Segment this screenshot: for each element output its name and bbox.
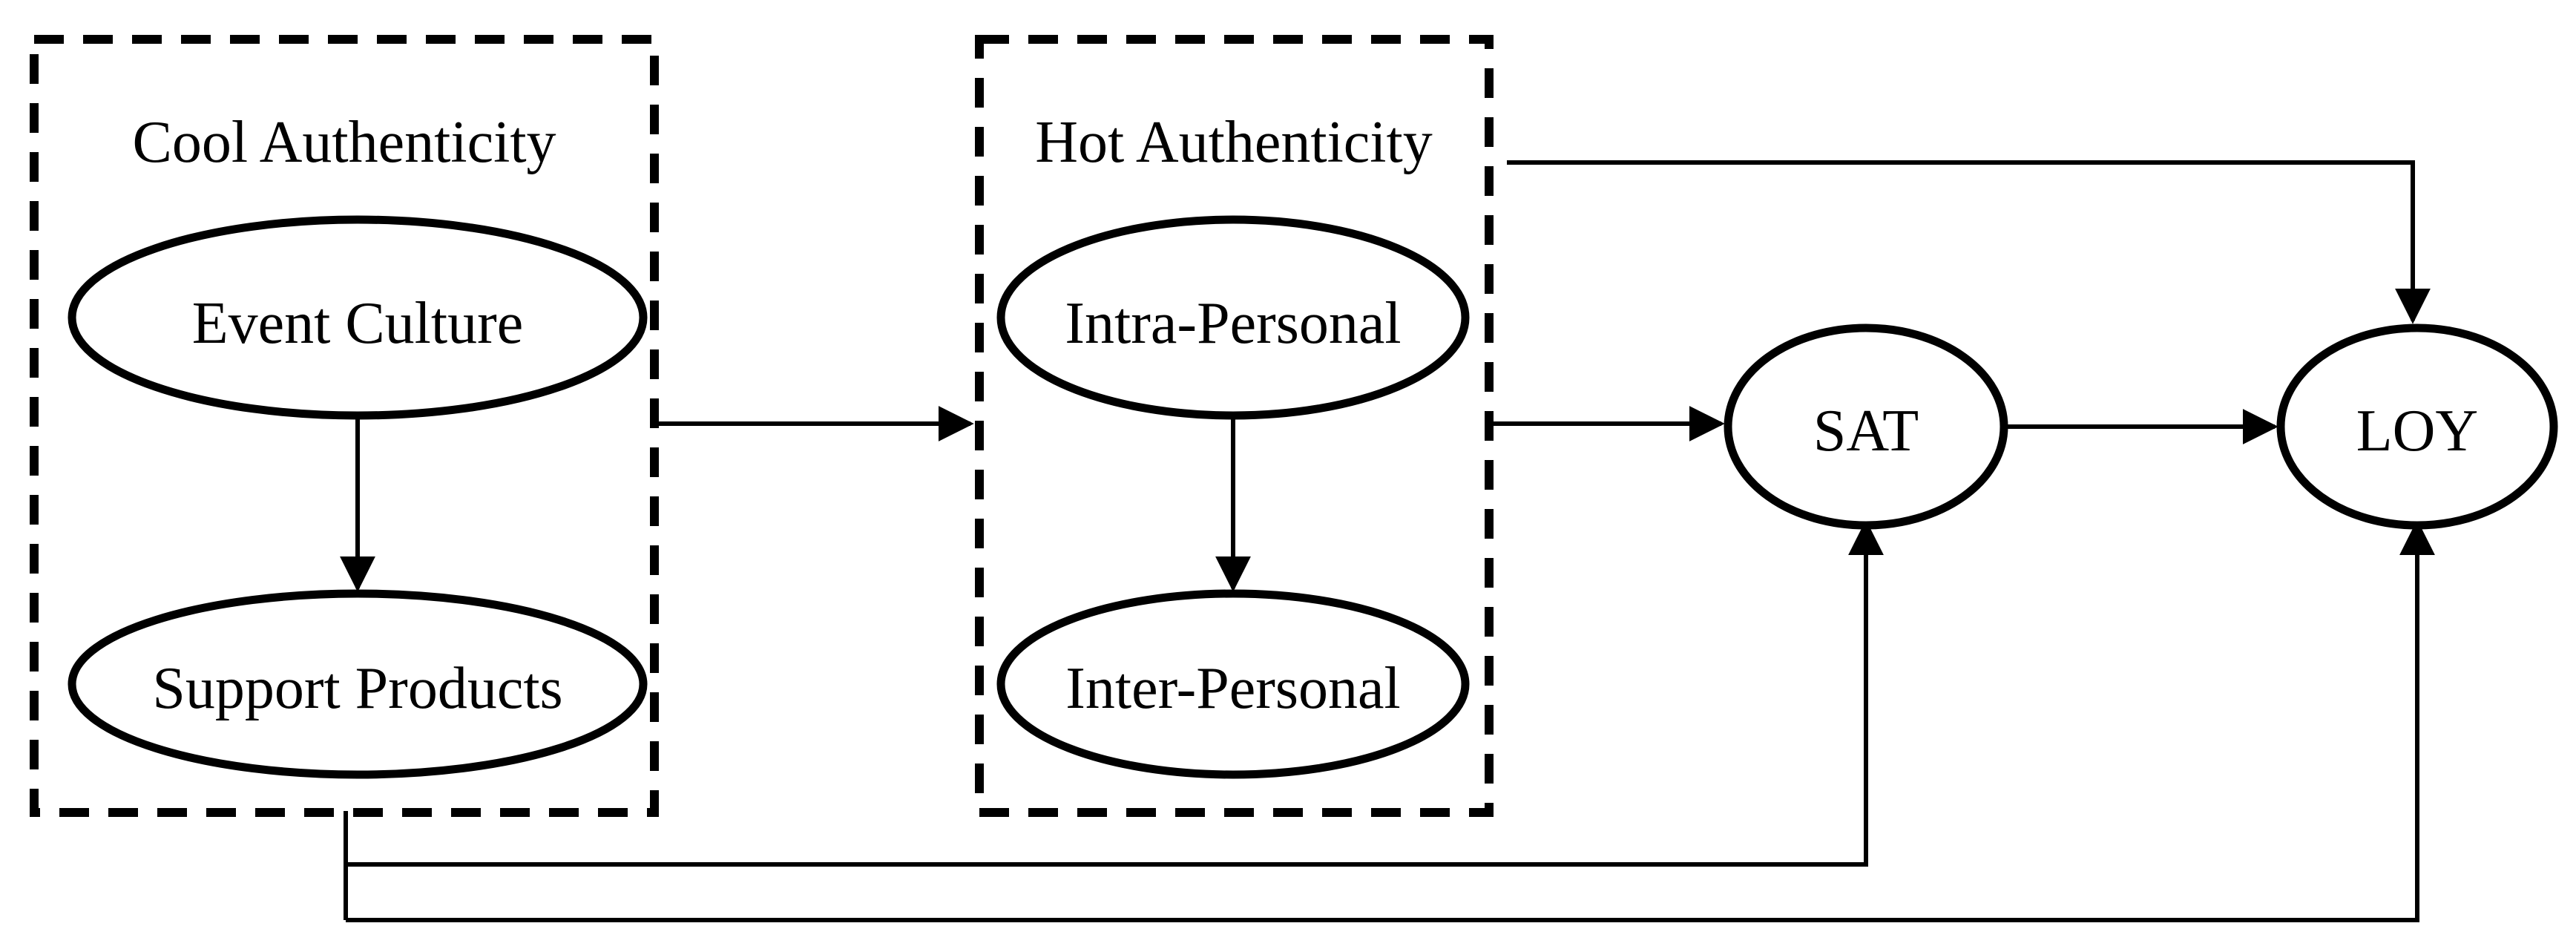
loy-ellipse bbox=[2276, 324, 2558, 530]
support-products-ellipse bbox=[68, 589, 648, 779]
arrow-hot-to-loy-top-route bbox=[1507, 160, 2431, 324]
event-culture-ellipse bbox=[68, 215, 648, 420]
loy-label: LOY bbox=[2356, 398, 2479, 464]
hot-authenticity-label: Hot Authenticity bbox=[1035, 110, 1433, 175]
intra-personal-ellipse bbox=[996, 215, 1470, 420]
sat-ellipse bbox=[1724, 324, 2008, 530]
cool-authenticity-label: Cool Authenticity bbox=[132, 110, 556, 175]
event-culture-label: Event Culture bbox=[191, 291, 524, 356]
arrow-cool-to-sat bbox=[346, 519, 1884, 867]
inter-personal-label: Inter-Personal bbox=[1065, 656, 1401, 721]
support-products-label: Support Products bbox=[152, 656, 563, 721]
sat-label: SAT bbox=[1813, 398, 1919, 464]
arrow-cool-to-loy bbox=[346, 519, 2435, 922]
inter-personal-ellipse bbox=[996, 589, 1470, 779]
intra-personal-label: Intra-Personal bbox=[1065, 291, 1402, 356]
